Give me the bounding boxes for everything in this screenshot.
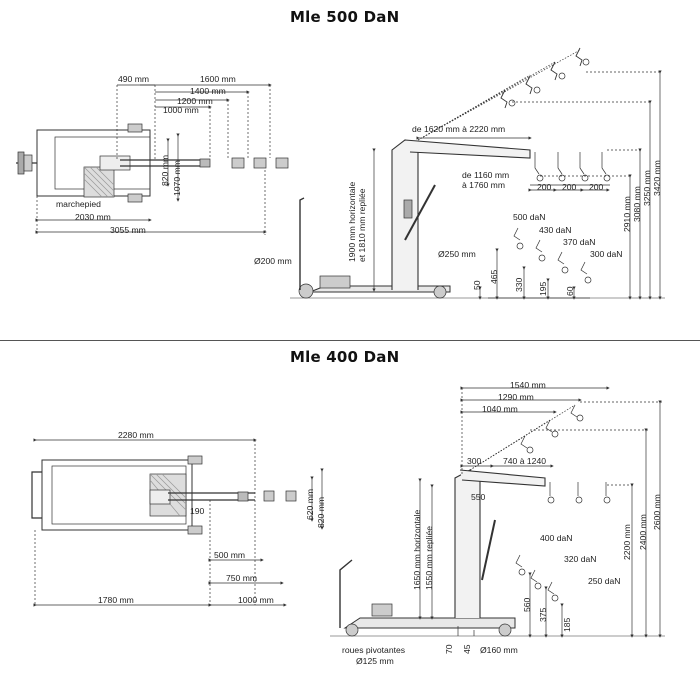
bottom-plan-view: [31, 438, 324, 607]
top-plan-view: [16, 83, 289, 235]
dim-300: 300: [467, 456, 482, 466]
load-250: 250 daN: [588, 576, 621, 586]
dim-1600: 1600 mm: [200, 74, 236, 84]
dim-200-a: 200: [537, 182, 552, 192]
dim-1290: 1290 mm: [498, 392, 534, 402]
dim-2030: 2030 mm: [75, 212, 111, 222]
dim-h70: 70: [444, 644, 454, 654]
load-500: 500 daN: [513, 212, 546, 222]
dim-h465: 465: [489, 269, 499, 284]
dim-490: 490 mm: [118, 74, 150, 84]
bottom-side-view: [330, 386, 665, 638]
section-divider: [0, 340, 700, 341]
dim-h2910: 2910 mm: [622, 196, 632, 232]
dim-h2400: 2400 mm: [638, 514, 648, 550]
dim-mast-2: et 1810 mm repliée: [357, 188, 367, 262]
dim-1540: 1540 mm: [510, 380, 546, 390]
dim-h560: 560: [522, 597, 532, 612]
dim-550: 550: [471, 492, 486, 502]
dim-h2200: 2200 mm: [622, 524, 632, 560]
dim-h330: 330: [514, 277, 524, 292]
dim-750: 750 mm: [226, 573, 258, 583]
load-430: 430 daN: [539, 225, 572, 235]
dim-h185: 185: [562, 617, 572, 632]
dim-1200: 1200 mm: [177, 96, 213, 106]
dim-1400: 1400 mm: [190, 86, 226, 96]
dim-reach: de 1620 mm à 2220 mm: [412, 124, 506, 134]
dim-1070: 1070 mm: [172, 160, 182, 196]
dim-620: 620 mm: [305, 488, 315, 520]
load-300: 300 daN: [590, 249, 623, 259]
load-400: 400 daN: [540, 533, 573, 543]
dim-500: 500 mm: [214, 550, 246, 560]
dim-200-c: 200: [589, 182, 604, 192]
load-320: 320 daN: [564, 554, 597, 564]
dim-mast-1: 1900 mm horizontale: [347, 181, 357, 262]
dim-h195: 195: [538, 281, 548, 296]
dim-wheel-160: Ø160 mm: [480, 645, 518, 655]
dim-1780: 1780 mm: [98, 595, 134, 605]
dim-reach-fold-2: à 1760 mm: [462, 180, 505, 190]
dim-h45: 45: [462, 644, 472, 654]
load-370: 370 daN: [563, 237, 596, 247]
top-side-view: [290, 47, 665, 300]
label-roues-dia: Ø125 mm: [356, 656, 394, 666]
title-500: Mle 500 DaN: [290, 8, 400, 26]
dim-190: 190: [190, 506, 205, 516]
label-roues: roues pivotantes: [342, 645, 406, 655]
title-400: Mle 400 DaN: [290, 348, 400, 366]
dim-h50: 50: [472, 280, 482, 290]
dim-h2600: 2600 mm: [652, 494, 662, 530]
dim-reach-fold: de 1160 mm: [462, 170, 510, 180]
dim-mast-b1: 1650 mm horizontale: [412, 509, 422, 590]
dim-200-b: 200: [562, 182, 577, 192]
dim-wheel-200: Ø200 mm: [254, 256, 292, 266]
dim-wheel-250: Ø250 mm: [438, 249, 476, 259]
dim-820: 820 mm: [160, 154, 170, 186]
dim-740-1240: 740 à 1240: [503, 456, 547, 466]
dim-1000-b: 1000 mm: [238, 595, 274, 605]
label-marchepied: marchepied: [56, 199, 101, 209]
dim-h3080: 3080 mm: [632, 186, 642, 222]
dim-mast-b2: 1550 mm repliée: [424, 525, 434, 590]
dim-1040: 1040 mm: [482, 404, 518, 414]
dim-820-b: 820 mm: [316, 496, 326, 528]
dim-1000: 1000 mm: [163, 105, 199, 115]
dim-h3420: 3420 mm: [652, 160, 662, 196]
dim-h375: 375: [538, 607, 548, 622]
dim-h3250: 3250 mm: [642, 170, 652, 206]
dim-3055: 3055 mm: [110, 225, 146, 235]
dim-h60: 60: [565, 286, 575, 296]
dim-2280: 2280 mm: [118, 430, 154, 440]
